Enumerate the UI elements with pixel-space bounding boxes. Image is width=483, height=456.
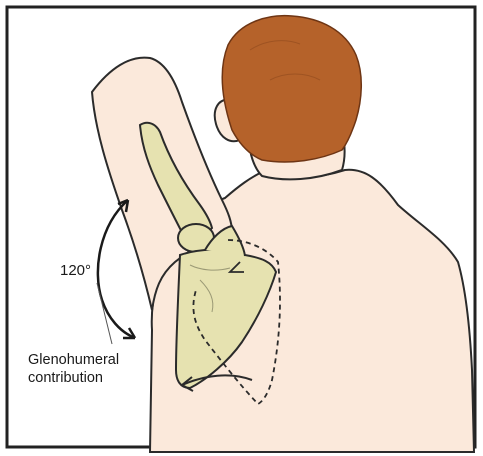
glenohumeral-contribution-label: Glenohumeral contribution (28, 351, 119, 387)
contribution-label-line2: contribution (28, 369, 119, 387)
hair (222, 16, 361, 162)
contribution-label-line1: Glenohumeral (28, 351, 119, 369)
angle-label: 120° (60, 262, 91, 279)
